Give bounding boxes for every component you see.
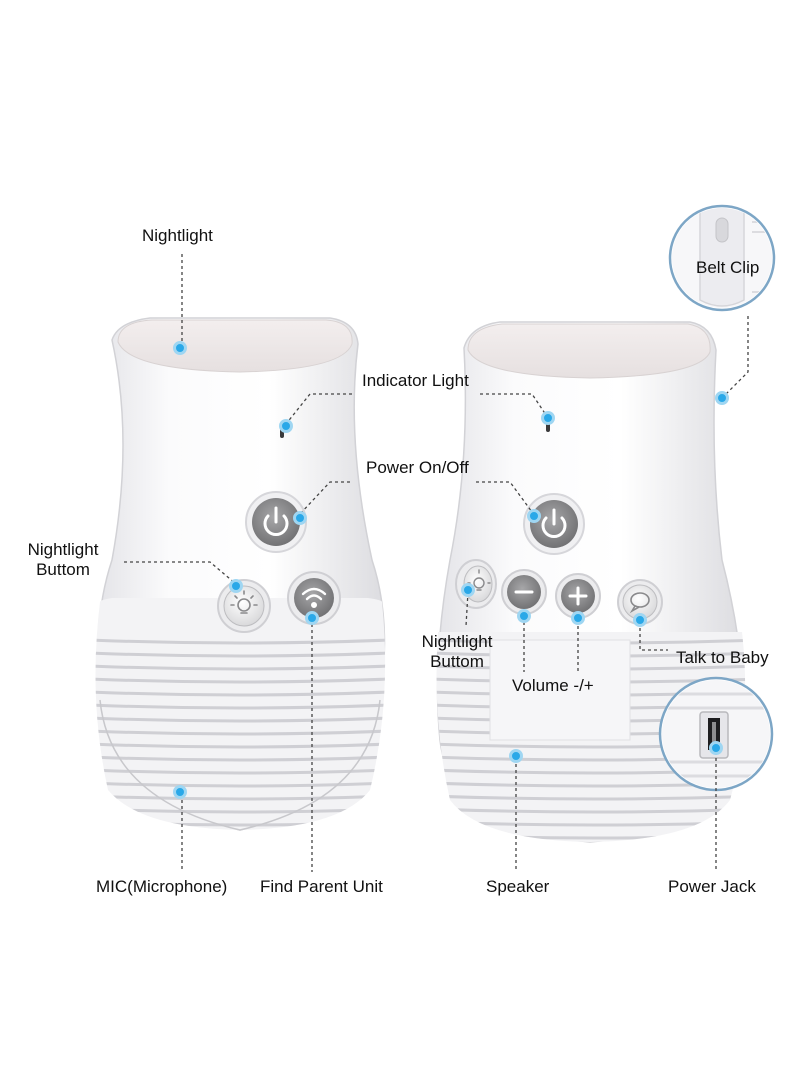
volume-up-button[interactable] [555,573,601,619]
leader-nightlight-btn-left [124,561,237,585]
leader-indicator-left [285,393,352,425]
grille-rib [95,703,386,710]
leader-belt-clip [723,316,749,397]
dot-speaker [509,749,523,763]
callout-dots [173,341,729,799]
dot-indicator-left [279,419,293,433]
nightlight-button-left[interactable] [217,579,271,633]
belt-clip-icon [715,217,729,243]
label-nightlight: Nightlight [142,226,213,245]
label-nightlight-button-right-line2: Buttom [430,652,484,671]
dot-indicator-right [541,411,555,425]
plus-icon [568,586,588,606]
power-icon [263,506,289,536]
label-belt-clip: Belt Clip [696,258,760,277]
dot-nightlight-btn-left [229,579,243,593]
dot-talk [633,613,647,627]
dot-power-jack [709,741,723,755]
label-nightlight-button-left-line1: Nightlight [27,540,99,559]
label-talk-to-baby: Talk to Baby [676,648,769,667]
grille-rib [95,664,386,671]
label-power-jack: Power Jack [668,877,756,896]
label-find-parent-unit: Find Parent Unit [260,877,383,896]
power-button-right[interactable] [523,493,585,555]
grille-rib [95,716,386,723]
wifi-icon [301,587,327,609]
label-power-on-off: Power On/Off [366,458,469,477]
speaker-grille-right [430,632,760,851]
label-speaker: Speaker [486,877,550,896]
grille-rib [430,848,760,851]
mic-grille-left [95,598,386,830]
talk-to-baby-button[interactable] [617,579,663,625]
nightlight-bulb-icon [230,590,258,614]
nightlight-pad-right [467,323,711,379]
grille-rib [95,729,386,736]
nightlight-bulb-icon [467,569,491,591]
dot-power-right [527,509,541,523]
find-parent-button-left[interactable] [287,571,341,625]
talk-icon [629,592,650,614]
grille-rib [95,755,386,762]
label-nightlight-button-left: Nightlight Buttom [8,540,118,580]
grille-rib [95,794,386,801]
grille-rib [436,807,746,814]
dot-belt-clip [715,391,729,405]
dot-nightlight [173,341,187,355]
grille-rib [95,677,386,684]
power-button-left[interactable] [245,491,307,553]
dot-nightlight-btn-right [461,583,475,597]
dot-volume-plus [571,611,585,625]
label-mic: MIC(Microphone) [96,877,228,896]
dot-power-left [293,511,307,525]
grille-rib [95,690,386,697]
grille-rib [95,651,386,658]
label-volume: Volume -/+ [512,676,594,695]
power-icon [541,508,567,538]
parent-unit-left [95,317,386,831]
dot-find-parent [305,611,319,625]
leader-lines [124,254,749,872]
volume-down-button[interactable] [501,569,547,615]
dot-mic [173,785,187,799]
dot-volume-minus [517,609,531,623]
label-nightlight-button-left-line2: Buttom [36,560,90,579]
leader-power-left [299,481,350,515]
grille-rib [95,638,386,645]
label-nightlight-button-right-line1: Nightlight [421,632,493,651]
label-indicator-light: Indicator Light [362,371,469,390]
grille-rib [95,781,386,788]
label-nightlight-button-right: Nightlight Buttom [412,632,502,672]
nightlight-button-right[interactable] [455,559,497,609]
grille-rib [436,794,746,801]
grille-rib [95,742,386,749]
nightlight-pad-left [117,319,353,373]
